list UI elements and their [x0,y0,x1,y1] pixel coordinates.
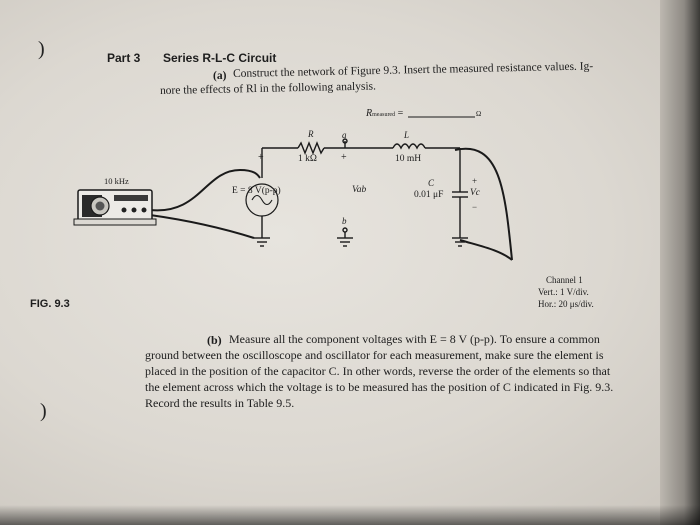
plus-sign-a: + [341,152,347,163]
page-edge [660,0,700,525]
capacitor-value: 0.01 μF [414,190,444,200]
vab-label: Vab [352,185,367,195]
inductor-value: 10 mH [395,154,422,164]
part-b-line-4: the element across which the voltage is … [145,380,614,394]
bottom-shadow [0,505,700,525]
oscillator-cable [149,168,261,212]
inductor-symbol [392,143,426,150]
r-measured-symbol: R [366,108,373,119]
probe-cable [454,147,513,261]
margin-mark-bottom: ) [40,400,47,422]
part-b-label: (b) [207,333,222,347]
r-measured-subscript: measured [372,112,396,118]
part-b-line-2: ground between the oscilloscope and osci… [145,348,604,362]
vc-label: Vc [470,188,481,198]
capacitor-label: C [428,178,435,188]
resistor-label: R [308,129,314,139]
vc-minus: − [472,202,478,212]
r-measured-end: Ω [476,110,482,118]
r-measured-label: Rmeasured = [366,108,403,119]
figure-caption: FIG. 9.3 [30,298,70,310]
section-title: Series R-L-C Circuit [163,51,277,65]
resistor-value: 1 kΩ [298,154,317,164]
part-b-line-1: Measure all the component voltages with … [229,332,600,346]
oscillator-device [73,189,157,226]
part-number: Part 3 [107,51,141,65]
scope-channel: Channel 1 [546,275,583,285]
margin-mark-top: ) [38,38,45,60]
part-b-line-3: placed in the position of the capacitor … [145,364,611,378]
part-b-line-5: Record the results in Table 9.5. [145,396,295,410]
source-label: E = 8 V(p-p) [232,186,281,196]
oscillator-freq: 10 kHz [104,176,129,186]
inductor-label: L [404,130,410,140]
scope-hor: Hor.: 20 μs/div. [538,299,594,309]
node-a-label: a [342,130,347,140]
plus-sign-r: + [258,152,264,163]
scope-vert: Vert.: 1 V/div. [538,287,589,297]
r-measured-equals: = [397,108,404,119]
part-a-label: (a) [213,70,227,82]
vc-plus: + [472,176,478,186]
node-b-label: b [342,216,347,226]
resistor-symbol [297,141,325,155]
